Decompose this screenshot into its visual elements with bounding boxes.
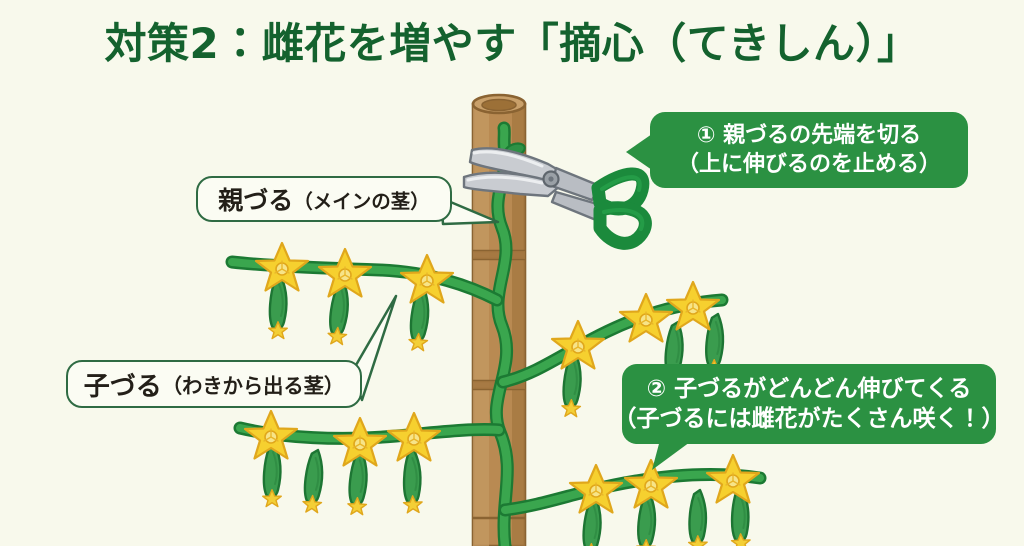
branch-lower-left xyxy=(233,409,506,517)
label-main-vine-name: 親づる xyxy=(218,186,294,215)
page-title: 対策2：雌花を増やす「摘心（てきしん）」 xyxy=(104,19,920,68)
callout-step-2-line1: ② 子づるがどんどん伸びてくる xyxy=(646,375,972,402)
callout-step-1-line1: ① 親づるの先端を切る xyxy=(696,122,922,148)
branch-upper-left xyxy=(225,241,504,353)
label-side-vine-name: 子づる xyxy=(83,371,162,402)
callout-step-1: ① 親づるの先端を切る （上に伸びるのを止める） xyxy=(650,112,968,188)
label-main-vine-note: （メインの茎） xyxy=(293,189,430,213)
pruning-scissors xyxy=(462,147,652,250)
callout-step-2-line2: （子づるには雌花がたくさん咲く！） xyxy=(613,406,1005,432)
callout-2-tail xyxy=(652,440,690,470)
callout-step-1-line2: （上に伸びるのを止める） xyxy=(676,152,941,177)
branch-upper-right xyxy=(496,280,729,419)
label-side-vine-note: （わきから出る茎） xyxy=(161,374,345,398)
branch-lower-right xyxy=(498,453,767,546)
callout-1-tail xyxy=(626,134,652,170)
callout-step-2: ② 子づるがどんどん伸びてくる （子づるには雌花がたくさん咲く！） xyxy=(614,364,1005,444)
label-side-vine: 子づる（わきから出る茎） xyxy=(66,360,362,408)
label-main-vine: 親づる（メインの茎） xyxy=(196,176,452,222)
